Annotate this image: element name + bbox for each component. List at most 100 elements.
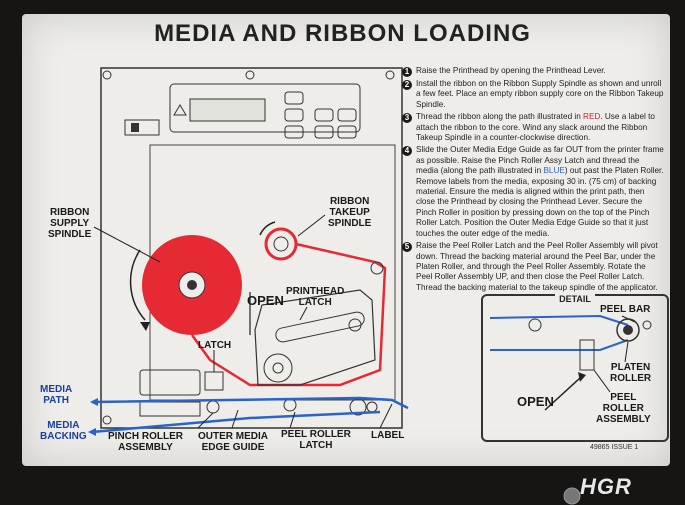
- leader-line: [289, 411, 296, 429]
- media-path-line: [91, 396, 409, 410]
- label-ribbon-takeup-spindle: RIBBON TAKEUP SPINDLE: [328, 196, 372, 229]
- lcd-display: [189, 98, 266, 122]
- color-word-blue: BLUE: [543, 166, 565, 176]
- frame-screw: [385, 70, 395, 80]
- ribbon-path: [190, 242, 387, 387]
- panel-button: [337, 125, 357, 139]
- detail-label-peel-bar: PEEL BAR: [600, 304, 651, 315]
- step-number: 4: [402, 146, 412, 157]
- detail-peel-bar: [642, 320, 652, 330]
- step-2: 2 Install the ribbon on the Ribbon Suppl…: [402, 79, 664, 110]
- detail-label-open: OPEN: [517, 394, 554, 409]
- panel-button: [314, 125, 334, 139]
- platen-gear: [263, 353, 293, 383]
- detail-label-platen-roller: PLATEN ROLLER: [610, 362, 652, 384]
- detail-platen-hub: [623, 325, 633, 335]
- pinch-roller-housing: [139, 369, 201, 396]
- mounting-screw: [563, 487, 581, 505]
- panel-button: [284, 125, 304, 139]
- power-switch: [124, 119, 160, 136]
- label-peel-roller-latch: PEEL ROLLER LATCH: [281, 429, 351, 451]
- step-text: Raise the Peel Roller Latch and the Peel…: [416, 241, 658, 292]
- step-4: 4 Slide the Outer Media Edge Guide as fa…: [402, 145, 664, 239]
- step-text-part: . Use a label to attach the ribbon to th…: [416, 112, 655, 143]
- frame-screw: [102, 70, 112, 80]
- step-text-part: ) out past the Platen Roller. Remove lab…: [416, 166, 664, 238]
- issue-number: 49865 ISSUE 1: [590, 444, 639, 451]
- label-media-backing: MEDIA BACKING: [40, 420, 87, 442]
- platen-gear-hub: [272, 362, 284, 374]
- lever-pivot: [348, 318, 362, 332]
- rotation-arrow: [259, 221, 276, 236]
- pinch-roller: [206, 400, 220, 414]
- arrow-head-icon: [90, 398, 98, 406]
- latch-body: [204, 371, 224, 391]
- arrow-head-icon: [578, 372, 586, 382]
- supply-spindle-hub: [187, 280, 197, 290]
- leader-line: [379, 403, 393, 429]
- detail-title: DETAIL: [483, 289, 667, 307]
- triangle-icon: [173, 104, 187, 116]
- page-title: MEDIA AND RIBBON LOADING: [154, 20, 531, 47]
- detail-open-arrow: [544, 377, 581, 411]
- step-3: 3 Thread the ribbon along the path illus…: [402, 112, 664, 143]
- step-5: 5 Raise the Peel Roller Latch and the Pe…: [402, 241, 664, 293]
- step-text: Raise the Printhead by opening the Print…: [416, 66, 606, 75]
- label-pinch-roller-assembly: PINCH ROLLER ASSEMBLY: [108, 431, 183, 453]
- instruction-steps: 1 Raise the Printhead by opening the Pri…: [402, 66, 664, 295]
- label-printhead-latch: PRINTHEAD LATCH: [286, 286, 345, 308]
- printer-frame: [100, 67, 403, 429]
- label-media-path: MEDIA PATH: [40, 384, 73, 406]
- printhead-assembly: [254, 289, 376, 386]
- detail-media-line: [489, 314, 629, 326]
- label-latch: LATCH: [198, 340, 232, 351]
- leader-line: [624, 341, 629, 363]
- panel-button: [337, 108, 357, 122]
- leader-line: [297, 214, 326, 237]
- panel-button: [314, 108, 334, 122]
- label-label: LABEL: [371, 430, 405, 441]
- arrow-head-icon: [88, 428, 96, 436]
- rotation-arrow: [129, 249, 146, 321]
- frame-screw: [245, 70, 255, 80]
- leader-line: [621, 315, 636, 323]
- platen-roller: [283, 398, 297, 412]
- detail-inset: DETAIL: [481, 294, 669, 442]
- step-text: Install the ribbon on the Ribbon Supply …: [416, 79, 664, 109]
- leader-line: [299, 306, 308, 321]
- step-number: 2: [402, 80, 412, 90]
- control-panel: [169, 83, 361, 133]
- detail-pinch-roller: [528, 318, 542, 332]
- printhead-lever: [275, 311, 365, 343]
- peel-bar: [366, 401, 378, 413]
- label-outer-media-edge-guide: OUTER MEDIA EDGE GUIDE: [198, 431, 268, 453]
- step-text: Slide the Outer Media Edge Guide as far …: [416, 145, 664, 239]
- media-backing-line: [91, 410, 381, 434]
- step-text-part: Slide the Outer Media Edge Guide as far …: [416, 145, 664, 176]
- step-number: 5: [402, 242, 412, 253]
- power-switch-toggle: [131, 123, 139, 132]
- detail-label-peel-roller-assembly: PEEL ROLLER ASSEMBLY: [596, 392, 651, 425]
- color-word-red: RED: [583, 112, 601, 122]
- label-ribbon-supply-spindle: RIBBON SUPPLY SPINDLE: [48, 207, 92, 240]
- detail-title-text: DETAIL: [555, 294, 595, 304]
- step-text: Thread the ribbon along the path illustr…: [416, 112, 664, 143]
- leader-line: [197, 412, 214, 429]
- detail-peel-roller-assembly: [579, 339, 595, 371]
- label-open: OPEN: [247, 293, 284, 308]
- arrow-head-icon: [140, 322, 150, 331]
- panel-button: [284, 108, 304, 122]
- step-text-part: Thread the ribbon along the path illustr…: [416, 112, 584, 122]
- instruction-placard: [22, 14, 670, 466]
- step-number: 3: [402, 113, 412, 124]
- leader-line: [93, 226, 161, 263]
- pinch-roller-base: [139, 401, 201, 417]
- step-number: 1: [402, 67, 412, 77]
- step-1: 1 Raise the Printhead by opening the Pri…: [402, 66, 664, 77]
- frame-screw: [102, 415, 112, 425]
- hgr-watermark: HGR: [580, 474, 632, 499]
- leader-line: [593, 369, 611, 393]
- takeup-spindle-core: [273, 236, 289, 252]
- panel-button: [284, 91, 304, 105]
